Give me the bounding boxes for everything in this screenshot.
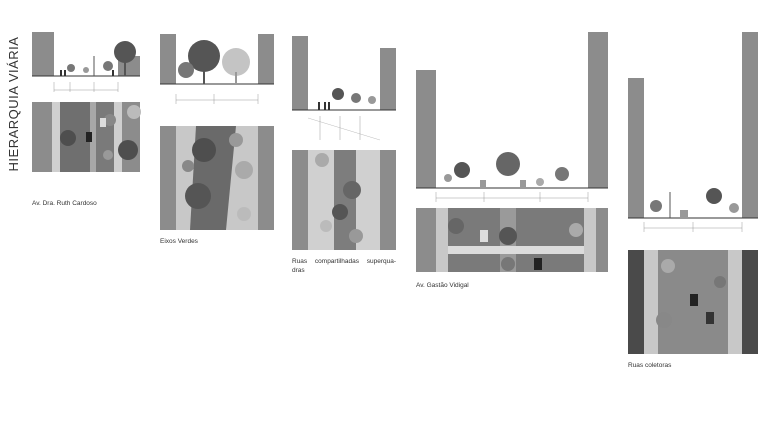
- car: [86, 132, 92, 142]
- tree-top: [104, 114, 116, 126]
- car: [480, 230, 488, 242]
- person: [60, 70, 62, 76]
- tree-top: [320, 220, 332, 232]
- tree-top: [569, 223, 583, 237]
- tree: [332, 88, 344, 100]
- tree: [536, 178, 544, 186]
- plan-walk: [52, 102, 60, 172]
- panel-coletoras: [628, 32, 758, 354]
- plan-walk: [114, 102, 122, 172]
- tree: [351, 93, 361, 103]
- tree-top: [103, 150, 113, 160]
- tree: [444, 174, 452, 182]
- car: [100, 118, 106, 127]
- panel-ruas: [292, 36, 396, 250]
- car: [534, 258, 542, 270]
- tree: [496, 152, 520, 176]
- tree: [729, 203, 739, 213]
- caption-av-ruth: Av. Dra. Ruth Cardoso: [32, 200, 97, 207]
- tree: [706, 188, 722, 204]
- car: [690, 294, 698, 306]
- crosswalk: [448, 246, 584, 254]
- plan-median: [90, 102, 96, 172]
- tree: [454, 162, 470, 178]
- tree-top: [229, 133, 243, 147]
- tree-top: [185, 183, 211, 209]
- building: [160, 34, 176, 84]
- tree: [114, 41, 136, 63]
- tree-top: [192, 138, 216, 162]
- tree: [103, 61, 113, 71]
- caption-gastao: Av. Gastão Vidigal: [416, 282, 469, 289]
- tree-top: [60, 130, 76, 146]
- tree-top: [118, 140, 138, 160]
- tree-top: [661, 259, 675, 273]
- panel-gastao: [416, 32, 608, 272]
- caption-coletoras: Ruas coletoras: [628, 362, 672, 369]
- tree-top: [448, 218, 464, 234]
- tree-top: [343, 181, 361, 199]
- tree: [222, 48, 250, 76]
- tree-top: [235, 161, 253, 179]
- panel-av-ruth: [32, 32, 141, 172]
- tree-top: [332, 204, 348, 220]
- plan-building: [32, 102, 52, 172]
- tree-top: [499, 227, 517, 245]
- tree-top: [349, 229, 363, 243]
- tree: [650, 200, 662, 212]
- tree: [368, 96, 376, 104]
- tree: [83, 67, 89, 73]
- tree-top: [714, 276, 726, 288]
- tree: [555, 167, 569, 181]
- tree: [178, 62, 194, 78]
- tree-top: [501, 257, 515, 271]
- building: [32, 32, 54, 76]
- tree: [67, 64, 75, 72]
- tree-top: [127, 105, 141, 119]
- tree-top: [656, 312, 672, 328]
- tree: [188, 40, 220, 72]
- person: [112, 70, 114, 76]
- building: [258, 34, 274, 84]
- tree-top: [315, 153, 329, 167]
- plan-road: [96, 102, 114, 172]
- caption-eixos: Eixos Verdes: [160, 238, 198, 245]
- panel-eixos: [160, 34, 274, 230]
- tree-top: [237, 207, 251, 221]
- caption-ruas: Ruas compartilhadas superqua-dras: [292, 258, 396, 274]
- tree-top: [182, 160, 194, 172]
- person: [64, 70, 66, 76]
- car: [706, 312, 714, 324]
